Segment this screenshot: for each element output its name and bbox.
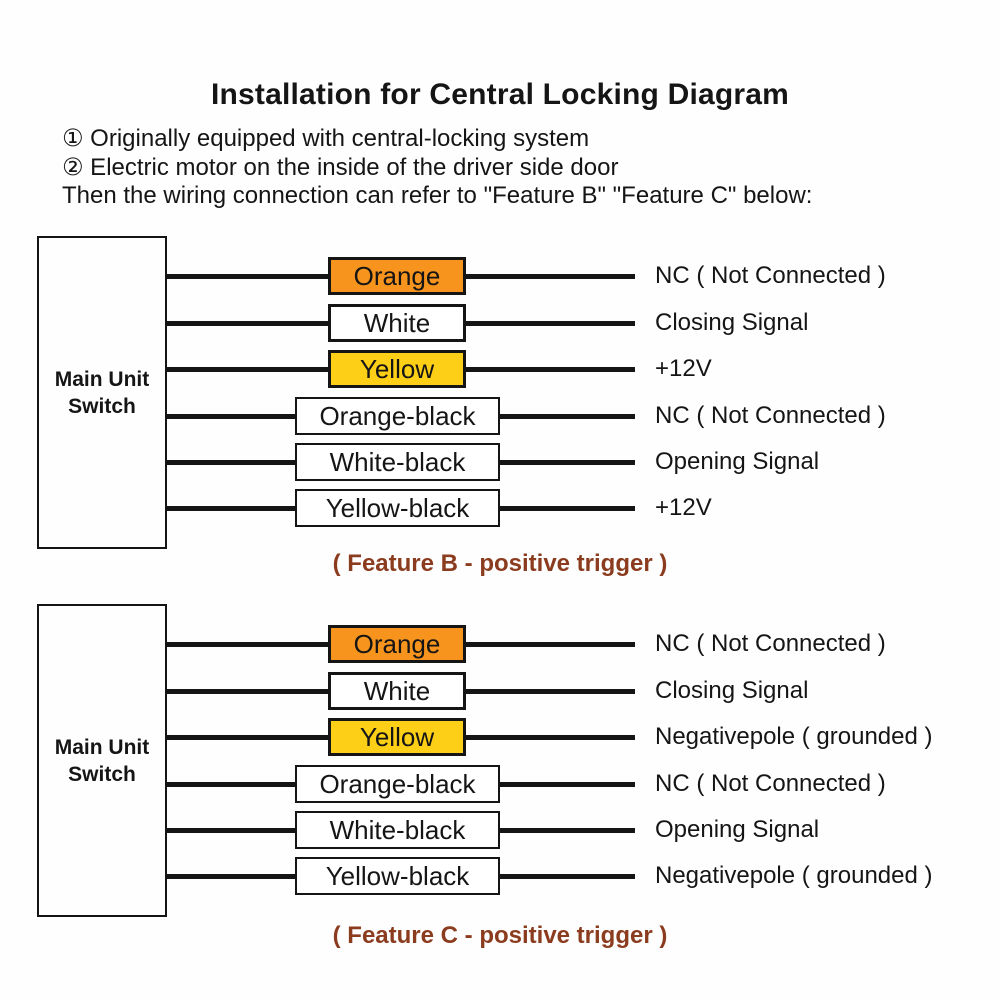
- feature-c-caption: ( Feature C - positive trigger ): [332, 922, 668, 949]
- wire-row-white: White Closing Signal: [0, 304, 1000, 342]
- feature-c-diagram: Main Unit Switch Orange NC ( Not Connect…: [0, 604, 1000, 934]
- signal-label: Negativepole ( grounded ): [655, 723, 933, 750]
- wire-line-left: [166, 460, 295, 465]
- wire-color-label: Orange: [353, 628, 441, 659]
- wire-color-box: Orange: [328, 257, 466, 295]
- wire-color-box: White-black: [295, 443, 500, 481]
- page-title: Installation for Central Locking Diagram: [210, 78, 790, 111]
- wire-row-orange-black: Orange-black NC ( Not Connected ): [0, 397, 1000, 435]
- main-unit-label-line1: Main Unit: [54, 735, 150, 759]
- wire-line-right: [466, 642, 635, 647]
- wire-line-left: [166, 689, 328, 694]
- wire-row-yellow-black: Yellow-black +12V: [0, 489, 1000, 527]
- wire-line-left: [166, 782, 295, 787]
- wire-line-right: [500, 506, 635, 511]
- wire-row-orange: Orange NC ( Not Connected ): [0, 625, 1000, 663]
- signal-label: Negativepole ( grounded ): [655, 862, 933, 889]
- note-line-1: ① Originally equipped with central-locki…: [62, 125, 590, 152]
- main-unit-switch-box: Main Unit Switch: [37, 604, 167, 917]
- wire-line-right: [500, 782, 635, 787]
- feature-b-caption: ( Feature B - positive trigger ): [332, 550, 668, 577]
- wire-line-left: [166, 506, 295, 511]
- wire-color-label: Yellow-black: [325, 860, 470, 891]
- wire-line-left: [166, 828, 295, 833]
- wire-line-right: [466, 735, 635, 740]
- wire-color-label: White: [363, 307, 431, 338]
- wire-color-box: Orange-black: [295, 397, 500, 435]
- wire-line-left: [166, 642, 328, 647]
- main-unit-label-line2: Switch: [68, 394, 136, 418]
- wire-line-right: [500, 874, 635, 879]
- wire-color-label: Orange: [353, 260, 441, 291]
- main-unit-switch-box: Main Unit Switch: [37, 236, 167, 549]
- wire-color-label: Yellow-black: [325, 492, 470, 523]
- note-line-2: ② Electric motor on the inside of the dr…: [62, 154, 619, 181]
- wire-color-box: Yellow-black: [295, 857, 500, 895]
- wire-color-label: Orange-black: [319, 400, 476, 431]
- wire-line-right: [500, 828, 635, 833]
- feature-b-diagram: Main Unit Switch Orange NC ( Not Connect…: [0, 236, 1000, 566]
- signal-label: NC ( Not Connected ): [655, 262, 886, 289]
- wire-color-label: Yellow: [359, 353, 435, 384]
- main-unit-label-line1: Main Unit: [54, 367, 150, 391]
- wire-row-orange: Orange NC ( Not Connected ): [0, 257, 1000, 295]
- wire-row-white-black: White-black Opening Signal: [0, 811, 1000, 849]
- wire-color-label: Orange-black: [319, 768, 476, 799]
- signal-label: Closing Signal: [655, 677, 809, 704]
- wire-color-box: Orange-black: [295, 765, 500, 803]
- signal-label: NC ( Not Connected ): [655, 630, 886, 657]
- wire-line-left: [166, 414, 295, 419]
- wire-line-right: [466, 321, 635, 326]
- signal-label: Opening Signal: [655, 816, 820, 843]
- wire-color-label: White: [363, 675, 431, 706]
- wire-color-label: White-black: [329, 446, 466, 477]
- note-line-3: Then the wiring connection can refer to …: [62, 182, 813, 209]
- wire-color-box: White-black: [295, 811, 500, 849]
- signal-label: NC ( Not Connected ): [655, 402, 886, 429]
- wire-line-right: [466, 274, 635, 279]
- wire-line-left: [166, 874, 295, 879]
- wire-line-left: [166, 735, 328, 740]
- wire-row-yellow: Yellow Negativepole ( grounded ): [0, 718, 1000, 756]
- wire-row-white-black: White-black Opening Signal: [0, 443, 1000, 481]
- signal-label: +12V: [655, 355, 712, 382]
- wire-color-label: Yellow: [359, 721, 435, 752]
- wire-color-box: Yellow: [328, 718, 466, 756]
- main-unit-label-line2: Switch: [68, 762, 136, 786]
- wire-color-box: Yellow: [328, 350, 466, 388]
- wire-color-box: Orange: [328, 625, 466, 663]
- signal-label: Opening Signal: [655, 448, 820, 475]
- wire-line-right: [466, 367, 635, 372]
- signal-label: NC ( Not Connected ): [655, 770, 886, 797]
- wire-row-yellow-black: Yellow-black Negativepole ( grounded ): [0, 857, 1000, 895]
- wire-color-box: Yellow-black: [295, 489, 500, 527]
- wire-color-box: White: [328, 672, 466, 710]
- wire-row-white: White Closing Signal: [0, 672, 1000, 710]
- signal-label: Closing Signal: [655, 309, 809, 336]
- wire-color-label: White-black: [329, 814, 466, 845]
- wire-line-left: [166, 321, 328, 326]
- wire-line-right: [466, 689, 635, 694]
- wire-line-left: [166, 274, 328, 279]
- wire-line-left: [166, 367, 328, 372]
- signal-label: +12V: [655, 494, 712, 521]
- wire-line-right: [500, 460, 635, 465]
- wire-color-box: White: [328, 304, 466, 342]
- wire-row-orange-black: Orange-black NC ( Not Connected ): [0, 765, 1000, 803]
- wire-line-right: [500, 414, 635, 419]
- wire-row-yellow: Yellow +12V: [0, 350, 1000, 388]
